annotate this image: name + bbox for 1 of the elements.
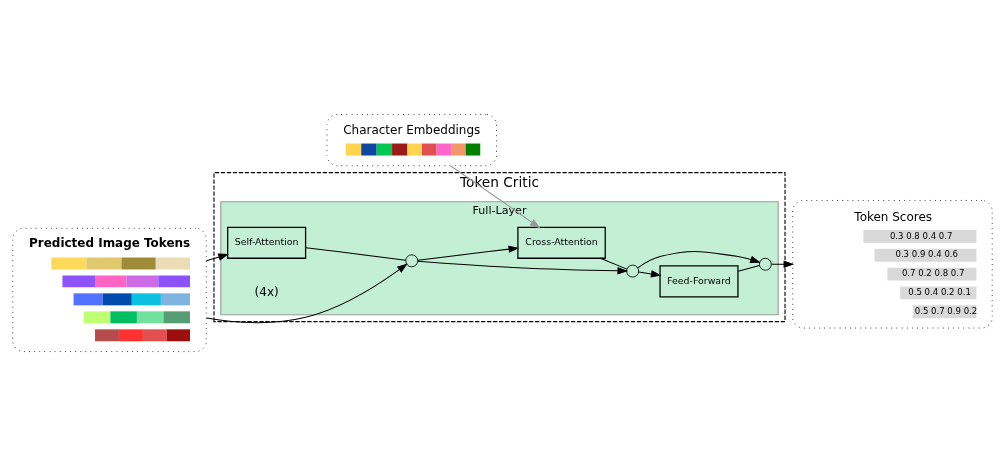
node-label: (4x) [254, 284, 279, 299]
